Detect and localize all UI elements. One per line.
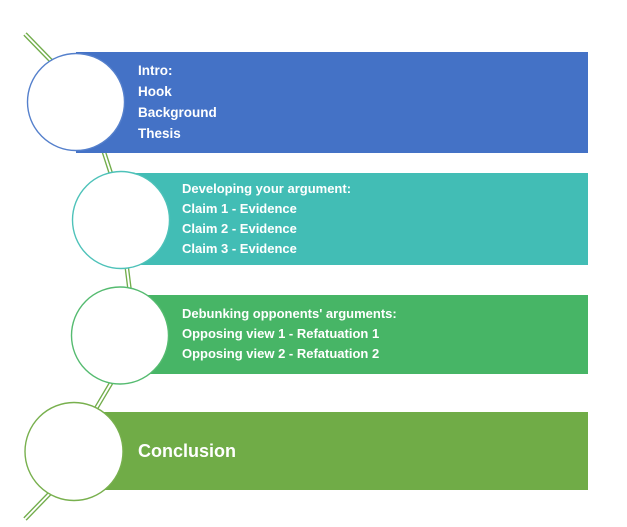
bar-developing-argument bbox=[121, 173, 588, 265]
debunking-arguments-text-block: Debunking opponents' arguments: Opposing… bbox=[182, 304, 397, 364]
conclusion-text-block: Conclusion bbox=[138, 440, 236, 463]
developing-argument-line: Claim 2 - Evidence bbox=[182, 221, 297, 236]
developing-argument-line: Claim 3 - Evidence bbox=[182, 241, 297, 256]
bar-debunking-arguments bbox=[120, 295, 588, 374]
intro-line: Hook bbox=[138, 84, 172, 99]
circle-conclusion bbox=[24, 401, 124, 502]
circle-debunking-arguments bbox=[70, 286, 170, 385]
bar-intro bbox=[76, 52, 588, 153]
intro-line: Background bbox=[138, 105, 217, 120]
intro-line: Thesis bbox=[138, 126, 181, 141]
developing-argument-heading: Developing your argument: bbox=[182, 181, 352, 196]
debunking-arguments-heading: Debunking opponents' arguments: bbox=[182, 306, 397, 321]
intro-heading: Intro: bbox=[138, 63, 173, 78]
developing-argument-text-block: Developing your argument: Claim 1 - Evid… bbox=[182, 179, 351, 259]
conclusion-heading: Conclusion bbox=[138, 441, 236, 461]
intro-text-block: Intro: Hook Background Thesis bbox=[138, 60, 217, 144]
debunking-arguments-line: Opposing view 1 - Refatuation 1 bbox=[182, 326, 380, 341]
circle-intro bbox=[26, 52, 126, 152]
debunking-arguments-line: Opposing view 2 - Refatuation 2 bbox=[182, 346, 380, 361]
bar-conclusion bbox=[76, 412, 588, 490]
circle-developing-argument bbox=[71, 170, 171, 270]
developing-argument-line: Claim 1 - Evidence bbox=[182, 201, 297, 216]
